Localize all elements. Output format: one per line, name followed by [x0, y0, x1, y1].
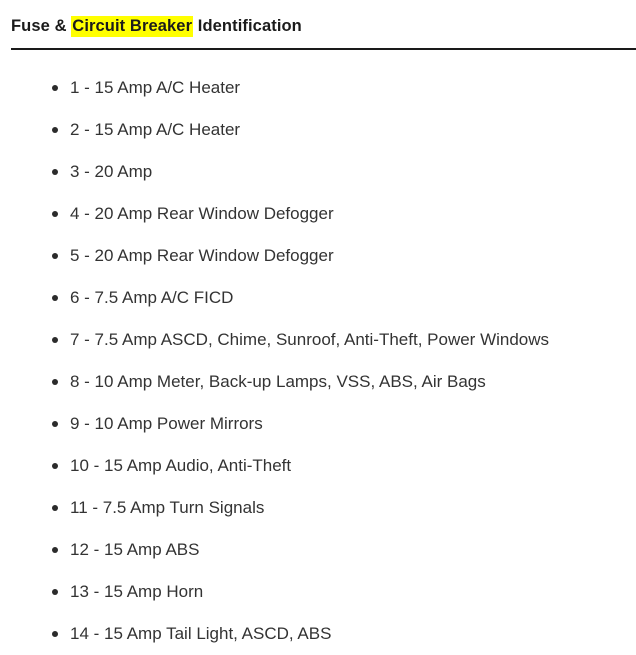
list-item: 2 - 15 Amp A/C Heater — [0, 109, 636, 151]
list-item: 12 - 15 Amp ABS — [0, 529, 636, 571]
list-item: 5 - 20 Amp Rear Window Defogger — [0, 235, 636, 277]
list-item-label: 5 - 20 Amp Rear Window Defogger — [70, 246, 334, 266]
bullet-icon — [52, 253, 58, 260]
bullet-icon — [52, 127, 58, 134]
bullet-icon — [52, 547, 58, 554]
bullet-icon — [52, 631, 58, 638]
bullet-icon — [52, 589, 58, 596]
list-item: 9 - 10 Amp Power Mirrors — [0, 403, 636, 445]
list-item-label: 13 - 15 Amp Horn — [70, 582, 204, 602]
page-title-prefix: Fuse & — [11, 17, 72, 36]
list-item: 3 - 20 Amp — [0, 151, 636, 193]
list-item: 14 - 15 Amp Tail Light, ASCD, ABS — [0, 613, 636, 655]
bullet-icon — [52, 379, 58, 386]
list-item-label: 6 - 7.5 Amp A/C FICD — [70, 288, 234, 308]
title-block: Fuse & Circuit Breaker Identification — [0, 0, 636, 38]
list-item: 11 - 7.5 Amp Turn Signals — [0, 487, 636, 529]
list-item-label: 10 - 15 Amp Audio, Anti-Theft — [70, 456, 292, 476]
bullet-icon — [52, 421, 58, 428]
page-title: Fuse & Circuit Breaker Identification — [11, 15, 636, 38]
bullet-icon — [52, 85, 58, 92]
list-item-label: 2 - 15 Amp A/C Heater — [70, 120, 241, 140]
bullet-icon — [52, 505, 58, 512]
list-item: 7 - 7.5 Amp ASCD, Chime, Sunroof, Anti-T… — [0, 319, 636, 361]
list-item: 4 - 20 Amp Rear Window Defogger — [0, 193, 636, 235]
fuse-identification-list: 1 - 15 Amp A/C Heater 2 - 15 Amp A/C Hea… — [0, 50, 636, 655]
title-divider — [11, 48, 636, 51]
list-item: 10 - 15 Amp Audio, Anti-Theft — [0, 445, 636, 487]
list-item: 8 - 10 Amp Meter, Back-up Lamps, VSS, AB… — [0, 361, 636, 403]
page-title-suffix: Identification — [193, 17, 302, 36]
list-item: 1 - 15 Amp A/C Heater — [0, 67, 636, 109]
list-item-label: 9 - 10 Amp Power Mirrors — [70, 414, 263, 434]
page-title-highlighted-term: Circuit Breaker — [71, 16, 194, 38]
list-item: 13 - 15 Amp Horn — [0, 571, 636, 613]
bullet-icon — [52, 337, 58, 344]
list-item-label: 8 - 10 Amp Meter, Back-up Lamps, VSS, AB… — [70, 372, 486, 392]
list-item-label: 4 - 20 Amp Rear Window Defogger — [70, 204, 334, 224]
list-item-label: 14 - 15 Amp Tail Light, ASCD, ABS — [70, 624, 332, 644]
list-item-label: 7 - 7.5 Amp ASCD, Chime, Sunroof, Anti-T… — [70, 330, 550, 350]
bullet-icon — [52, 295, 58, 302]
bullet-icon — [52, 169, 58, 176]
list-item-label: 12 - 15 Amp ABS — [70, 540, 200, 560]
list-item: 6 - 7.5 Amp A/C FICD — [0, 277, 636, 319]
list-item-label: 1 - 15 Amp A/C Heater — [70, 78, 241, 98]
bullet-icon — [52, 211, 58, 218]
list-item-label: 3 - 20 Amp — [70, 162, 153, 182]
list-item-label: 11 - 7.5 Amp Turn Signals — [70, 498, 265, 518]
bullet-icon — [52, 463, 58, 470]
